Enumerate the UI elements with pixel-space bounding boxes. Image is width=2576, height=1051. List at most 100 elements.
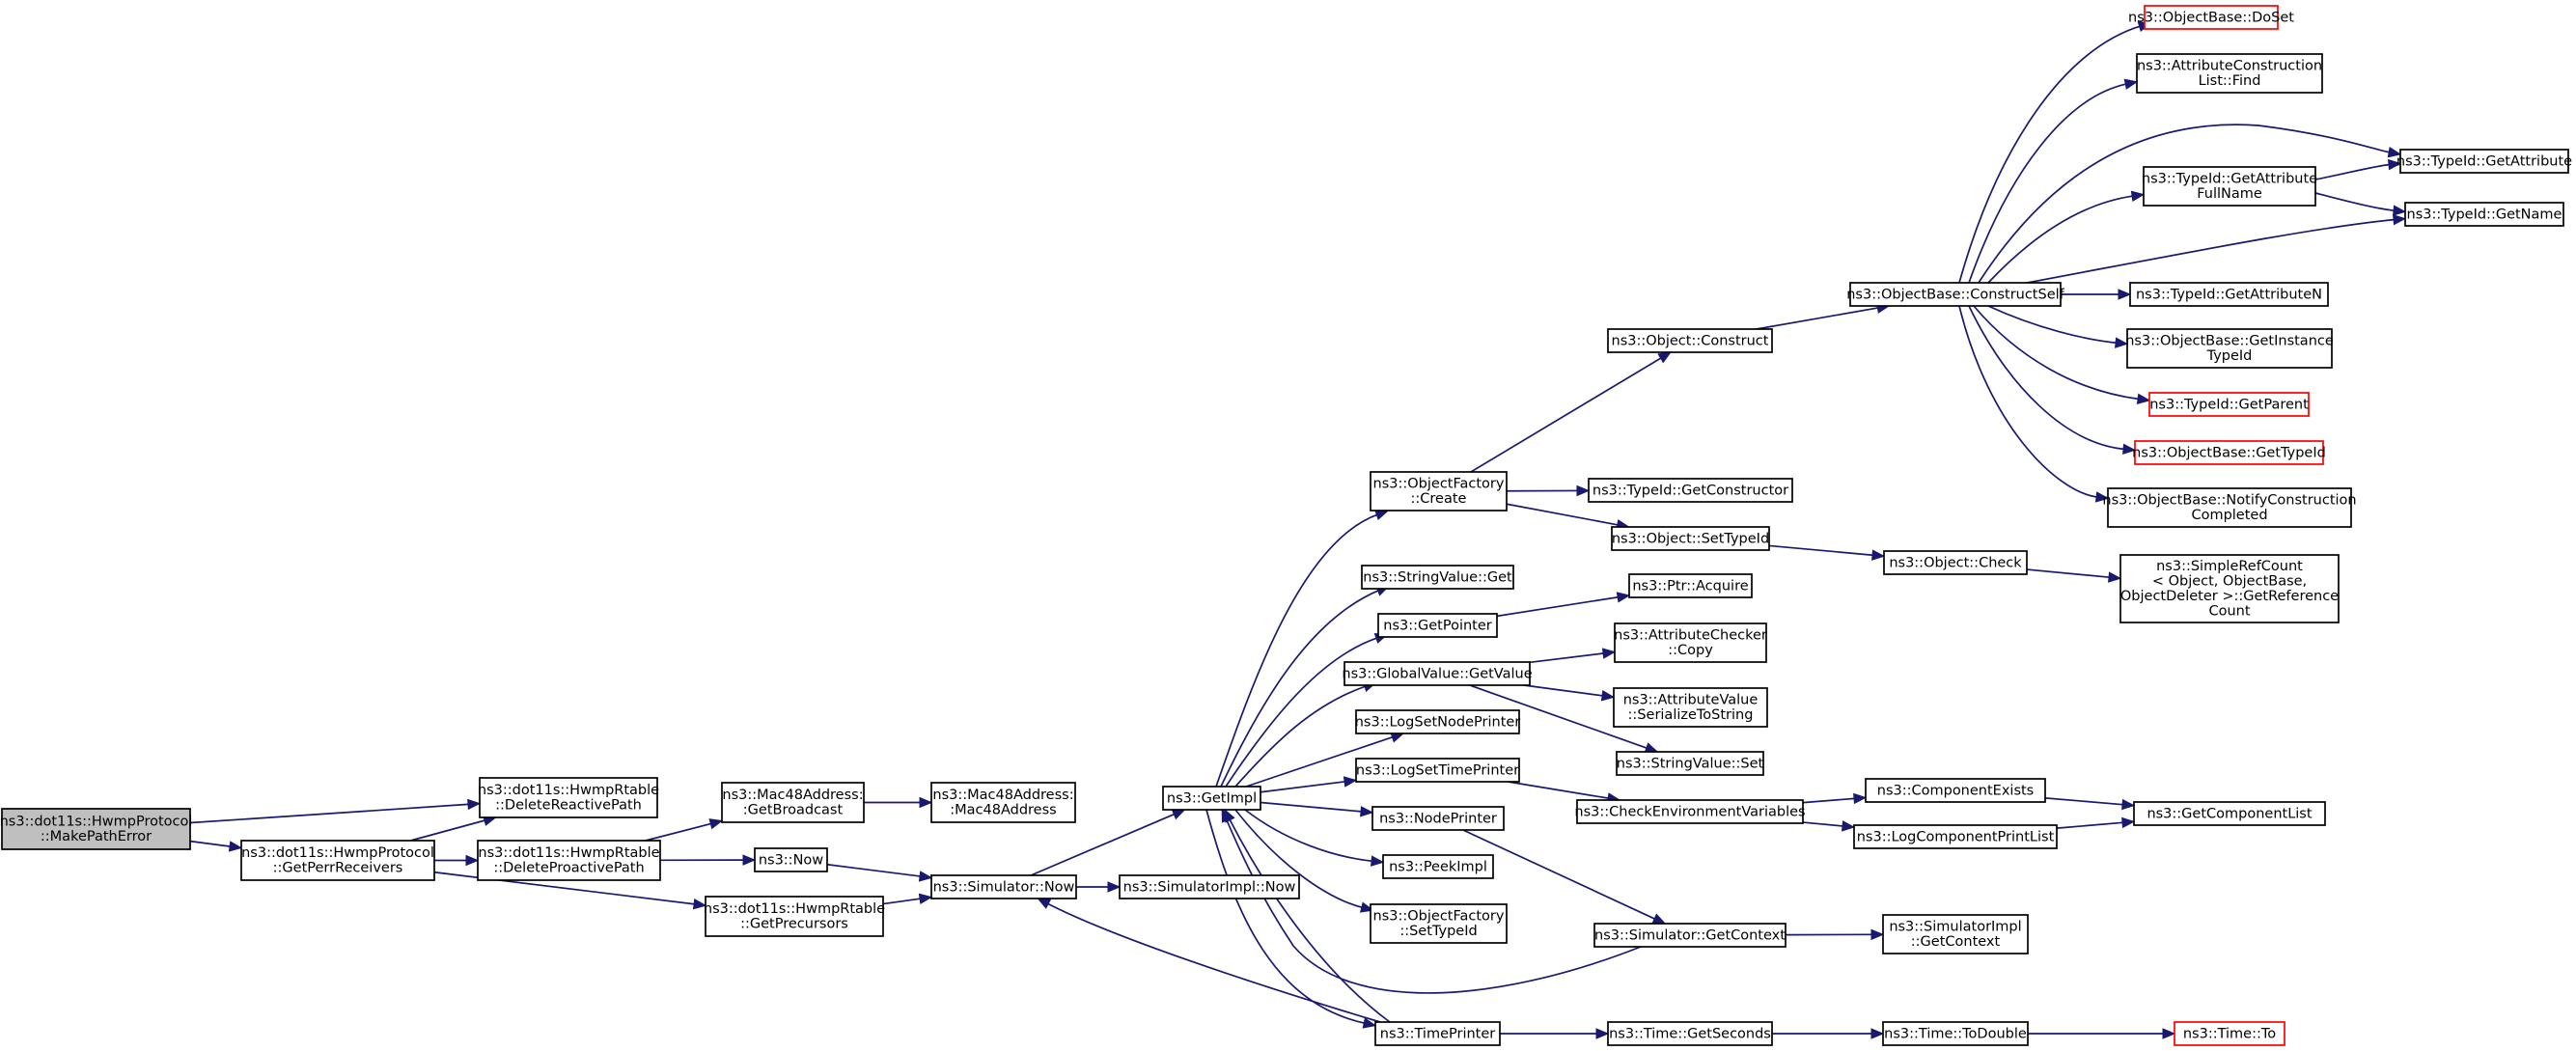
graph-node-logsetnodeprinter[interactable]: ns3::LogSetNodePrinter <box>1355 709 1521 734</box>
graph-node-label: ns3::ObjectBase::DoSet <box>2128 10 2294 25</box>
graph-node-typeidgetattributen[interactable]: ns3::TypeId::GetAttributeN <box>2129 282 2329 307</box>
call-edge-arrowhead <box>708 818 724 830</box>
graph-node-label: ns3::dot11s::HwmpRtable <box>478 845 659 861</box>
graph-node-getprecursors[interactable]: ns3::dot11s::HwmpRtable::GetPrecursors <box>704 896 885 937</box>
graph-node-simulatorgetcontext[interactable]: ns3::Simulator::GetContext <box>1593 923 1787 948</box>
graph-node-stringvalueget[interactable]: ns3::StringValue::Get <box>1361 565 1514 590</box>
call-edge-objectfactorycreate-to-objectconstruct <box>1470 356 1663 473</box>
graph-node-attributecheckercopy[interactable]: ns3::AttributeChecker::Copy <box>1614 622 1767 663</box>
graph-node-globalvaluegetvalue[interactable]: ns3::GlobalValue::GetValue <box>1342 661 1533 686</box>
call-edge-arrowhead <box>1842 820 1856 832</box>
graph-node-box <box>1593 923 1787 948</box>
call-edge-arrowhead <box>1657 351 1673 364</box>
call-edge-makepatherror-to-deletereactivepath <box>189 803 471 824</box>
call-edge-arrowhead <box>2392 205 2407 216</box>
graph-node-ptracquire[interactable]: ns3::Ptr::Acquire <box>1628 573 1753 598</box>
graph-node-getpointer[interactable]: ns3::GetPointer <box>1377 613 1498 638</box>
graph-node-label: ns3::StringValue::Get <box>1363 569 1512 585</box>
call-edge-arrowhead <box>1224 808 1235 823</box>
graph-node-typeidgetname[interactable]: ns3::TypeId::GetName <box>2404 202 2564 227</box>
graph-node-objectfactorycreate[interactable]: ns3::ObjectFactory::Create <box>1370 471 1508 512</box>
graph-node-box <box>1607 328 1773 353</box>
call-edge-objectbaseconstructself-to-typeidgetattributefullname <box>1987 195 2135 284</box>
graph-node-box <box>240 840 435 881</box>
graph-node-timegetseconds[interactable]: ns3::Time::GetSeconds <box>1607 1021 1773 1046</box>
graph-node-mac48address[interactable]: ns3::Mac48Address::Mac48Address <box>930 782 1076 823</box>
graph-node-box <box>1 808 191 850</box>
graph-node-simimplgetcontext[interactable]: ns3::SimulatorImpl::GetContext <box>1882 914 2029 954</box>
graph-node-box <box>2126 328 2333 369</box>
graph-node-label: ns3::TypeId::GetAttributeN <box>2136 287 2322 302</box>
call-edge-componentexists-to-getcomponentlist <box>2044 797 2125 806</box>
graph-node-box <box>2143 166 2316 207</box>
graph-node-typeidgetattribute[interactable]: ns3::TypeId::GetAttribute <box>2396 149 2572 174</box>
call-edge-getimpl-to-objectfactorycreate <box>1215 512 1379 788</box>
call-edge-getimpl-to-peekimpl <box>1244 809 1374 863</box>
graph-node-deletereactivepath[interactable]: ns3::dot11s::HwmpRtable::DeleteReactiveP… <box>478 777 659 818</box>
graph-node-now[interactable]: ns3::Now <box>754 847 828 872</box>
graph-node-timetodouble[interactable]: ns3::Time::ToDouble <box>1882 1021 2029 1046</box>
graph-node-logcomponentprintlist[interactable]: ns3::LogComponentPrintList <box>1853 824 2058 849</box>
graph-node-box <box>1119 874 1300 899</box>
call-edge-objectsettypeid-to-objectcheck <box>1768 544 1875 557</box>
call-edge-arrowhead <box>1343 776 1358 788</box>
call-edge-arrowhead <box>228 841 243 852</box>
graph-node-attributevalueserialize[interactable]: ns3::AttributeValue::SerializeToString <box>1613 687 1768 728</box>
call-graph-nodes: ns3::dot11s::HwmpProtocol::MakePathError… <box>0 5 2572 1046</box>
graph-node-objectbasegettypeid[interactable]: ns3::ObjectBase::GetTypeId <box>2132 440 2326 465</box>
graph-node-label: ns3::dot11s::HwmpProtocol <box>0 815 192 830</box>
graph-node-label: ::Copy <box>1668 643 1713 658</box>
graph-node-box <box>2144 5 2279 30</box>
graph-node-simulatornow[interactable]: ns3::Simulator::Now <box>930 874 1077 899</box>
graph-node-label: ::MakePathError <box>41 829 152 844</box>
graph-node-typeidgetparent[interactable]: ns3::TypeId::GetParent <box>2148 392 2310 417</box>
graph-node-stringvalueset[interactable]: ns3::StringValue::Set <box>1616 751 1764 776</box>
call-edge-arrowhead <box>919 796 933 809</box>
call-edge-arrowhead <box>1360 806 1374 817</box>
graph-node-objectfactorysettypeid[interactable]: ns3::ObjectFactory::SetTypeId <box>1370 903 1508 944</box>
graph-node-label: ns3::ObjectBase::GetInstance <box>2125 334 2334 349</box>
graph-node-box <box>1370 903 1508 944</box>
graph-node-timeprinter[interactable]: ns3::TimePrinter <box>1374 1021 1501 1046</box>
call-edge-arrowhead <box>1871 549 1886 561</box>
graph-node-objectbasenotifyconstruction[interactable]: ns3::ObjectBase::NotifyConstructionCompl… <box>2102 487 2357 528</box>
graph-node-logsettimeprinter[interactable]: ns3::LogSetTimePrinter <box>1355 758 1520 783</box>
graph-node-objectbasedoset[interactable]: ns3::ObjectBase::DoSet <box>2128 5 2294 30</box>
call-edge-arrowhead <box>1370 855 1385 867</box>
graph-node-objectcheck[interactable]: ns3::Object::Check <box>1883 550 2028 575</box>
graph-node-peekimpl[interactable]: ns3::PeekImpl <box>1382 854 1494 879</box>
call-edge-now-to-simulatornow <box>826 863 923 878</box>
graph-node-getimpl[interactable]: ns3::GetImpl <box>1162 786 1261 811</box>
graph-node-getbroadcast[interactable]: ns3::Mac48Address::GetBroadcast <box>721 782 865 823</box>
graph-node-label: ns3::LogSetTimePrinter <box>1356 762 1519 778</box>
graph-node-checkenvvars[interactable]: ns3::CheckEnvironmentVariables <box>1574 799 1806 824</box>
graph-node-box <box>1628 573 1753 598</box>
graph-node-nodeprinter[interactable]: ns3::NodePrinter <box>1371 806 1505 831</box>
graph-node-timeto[interactable]: ns3::Time::To <box>2174 1021 2285 1046</box>
graph-node-box <box>930 874 1077 899</box>
graph-node-getperrreceivers[interactable]: ns3::dot11s::HwmpProtocol::GetPerrReceiv… <box>240 840 435 881</box>
graph-node-objectbaseconstructself[interactable]: ns3::ObjectBase::ConstructSelf <box>1846 282 2065 307</box>
graph-node-label: ns3::dot11s::HwmpRtable <box>704 901 885 917</box>
call-edge-objectbaseconstructself-to-objectbasegetinstancetypeid <box>1987 305 2119 345</box>
call-edge-arrowhead <box>1576 484 1591 497</box>
call-edge-objectcheck-to-simplerefcount <box>2026 568 2112 579</box>
graph-node-componentexists[interactable]: ns3::ComponentExists <box>1865 778 2046 803</box>
graph-node-simimplnow[interactable]: ns3::SimulatorImpl::Now <box>1119 874 1300 899</box>
graph-node-simplerefcount[interactable]: ns3::SimpleRefCount< Object, ObjectBase,… <box>2119 554 2340 623</box>
graph-node-box <box>477 840 661 881</box>
call-edge-arrowhead <box>742 854 757 866</box>
graph-node-makepatherror[interactable]: ns3::dot11s::HwmpProtocol::MakePathError <box>0 808 192 850</box>
call-edge-arrowhead <box>692 898 707 910</box>
graph-node-label: ns3::GetPointer <box>1383 618 1492 633</box>
graph-node-deleteproactivepath[interactable]: ns3::dot11s::HwmpRtable::DeleteProactive… <box>477 840 661 881</box>
graph-node-typeidgetconstructor[interactable]: ns3::TypeId::GetConstructor <box>1588 478 1793 503</box>
graph-node-objectsettypeid[interactable]: ns3::Object::SetTypeId <box>1611 526 1770 551</box>
graph-node-getcomponentlist[interactable]: ns3::GetComponentList <box>2133 801 2326 826</box>
graph-node-box <box>754 847 828 872</box>
graph-node-objectconstruct[interactable]: ns3::Object::Construct <box>1607 328 1773 353</box>
